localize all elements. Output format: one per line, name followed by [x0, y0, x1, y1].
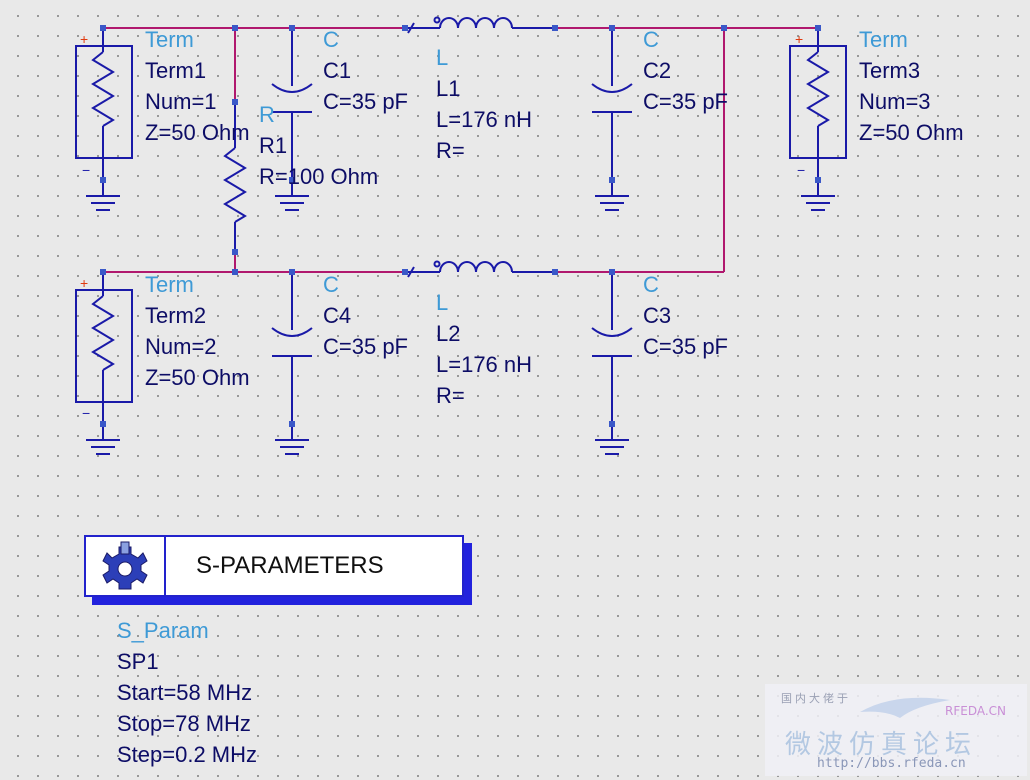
c1-symbol[interactable]	[271, 28, 313, 211]
sp1-stop: Stop=78 MHz	[117, 711, 251, 736]
wing-logo-icon	[860, 697, 950, 718]
c2-value: C=35 pF	[643, 89, 728, 114]
l2-r: R=	[436, 383, 465, 408]
term3-num: Num=3	[859, 89, 931, 114]
watermark-url: http://bbs.rfeda.cn	[817, 756, 966, 771]
c3-type: C	[643, 272, 659, 297]
l2-value: L=176 nH	[436, 352, 533, 377]
sp1-type: S_Param	[117, 618, 209, 643]
l1-r: R=	[436, 138, 465, 163]
c2-name: C2	[643, 58, 672, 83]
term2-type: Term	[145, 272, 194, 297]
term1-num: Num=1	[145, 89, 217, 114]
sp-title: S-PARAMETERS	[196, 552, 384, 579]
watermark-tag: 国内大佬于	[781, 692, 851, 705]
sp-icon-cell	[86, 537, 166, 595]
s-parameters-block[interactable]: S-PARAMETERS	[84, 535, 464, 597]
c1-label[interactable]: C C1 C=35 pF	[323, 24, 408, 117]
l1-value: L=176 nH	[436, 107, 533, 132]
c1-type: C	[323, 27, 339, 52]
l1-label[interactable]: L L1 L=176 nH R=	[436, 42, 532, 166]
term2-name: Term2	[145, 303, 207, 328]
l1-type: L	[436, 45, 449, 70]
r1-symbol[interactable]	[223, 102, 247, 252]
gear-icon	[102, 541, 148, 590]
svg-text:+: +	[80, 275, 88, 291]
c2-type: C	[643, 27, 659, 52]
term2-z: Z=50 Ohm	[145, 365, 250, 390]
term3-name: Term3	[859, 58, 921, 83]
c3-label[interactable]: C C3 C=35 pF	[643, 269, 728, 362]
term1-type: Term	[145, 27, 194, 52]
l2-label[interactable]: L L2 L=176 nH R=	[436, 287, 532, 411]
svg-text:−: −	[82, 405, 90, 421]
term1-symbol[interactable]: + −	[75, 28, 133, 211]
l2-name: L2	[436, 321, 461, 346]
term2-label[interactable]: Term Term2 Num=2 Z=50 Ohm	[145, 269, 250, 393]
pin-markers	[100, 25, 821, 427]
r1-type: R	[259, 102, 275, 127]
term1-name: Term1	[145, 58, 207, 83]
watermark-name: 微波仿真论坛	[785, 730, 978, 760]
sp1-start: Start=58 MHz	[117, 680, 253, 705]
term3-label[interactable]: Term Term3 Num=3 Z=50 Ohm	[859, 24, 964, 148]
r1-label[interactable]: R R1 R=100 Ohm	[259, 99, 378, 192]
svg-text:−: −	[82, 162, 90, 178]
c3-value: C=35 pF	[643, 334, 728, 359]
c4-name: C4	[323, 303, 352, 328]
sp1-name: SP1	[117, 649, 159, 674]
c4-value: C=35 pF	[323, 334, 408, 359]
c4-type: C	[323, 272, 339, 297]
forum-watermark: 国内大佬于 RFEDA.CN 微波仿真论坛 http://bbs.rfeda.c…	[765, 684, 1027, 776]
svg-text:−: −	[797, 162, 805, 178]
r1-value: R=100 Ohm	[259, 164, 379, 189]
l1-name: L1	[436, 76, 461, 101]
c4-label[interactable]: C C4 C=35 pF	[323, 269, 408, 362]
c2-label[interactable]: C C2 C=35 pF	[643, 24, 728, 117]
term2-num: Num=2	[145, 334, 217, 359]
term1-label[interactable]: Term Term1 Num=1 Z=50 Ohm	[145, 24, 250, 148]
term3-z: Z=50 Ohm	[859, 120, 964, 145]
l2-type: L	[436, 290, 449, 315]
term2-symbol[interactable]: + −	[75, 272, 133, 455]
watermark-brand: RFEDA.CN	[945, 704, 1007, 718]
svg-text:+: +	[795, 31, 803, 47]
term3-type: Term	[859, 27, 908, 52]
svg-text:+: +	[80, 31, 88, 47]
l1-symbol[interactable]	[405, 16, 555, 34]
wires	[103, 27, 818, 273]
c3-name: C3	[643, 303, 672, 328]
r1-name: R1	[259, 133, 288, 158]
sp1-step: Step=0.2 MHz	[117, 742, 258, 767]
term1-z: Z=50 Ohm	[145, 120, 250, 145]
sp1-label[interactable]: S_Param SP1 Start=58 MHz Stop=78 MHz Ste…	[117, 615, 257, 770]
l2-symbol[interactable]	[405, 260, 555, 278]
c1-value: C=35 pF	[323, 89, 408, 114]
c1-name: C1	[323, 58, 352, 83]
